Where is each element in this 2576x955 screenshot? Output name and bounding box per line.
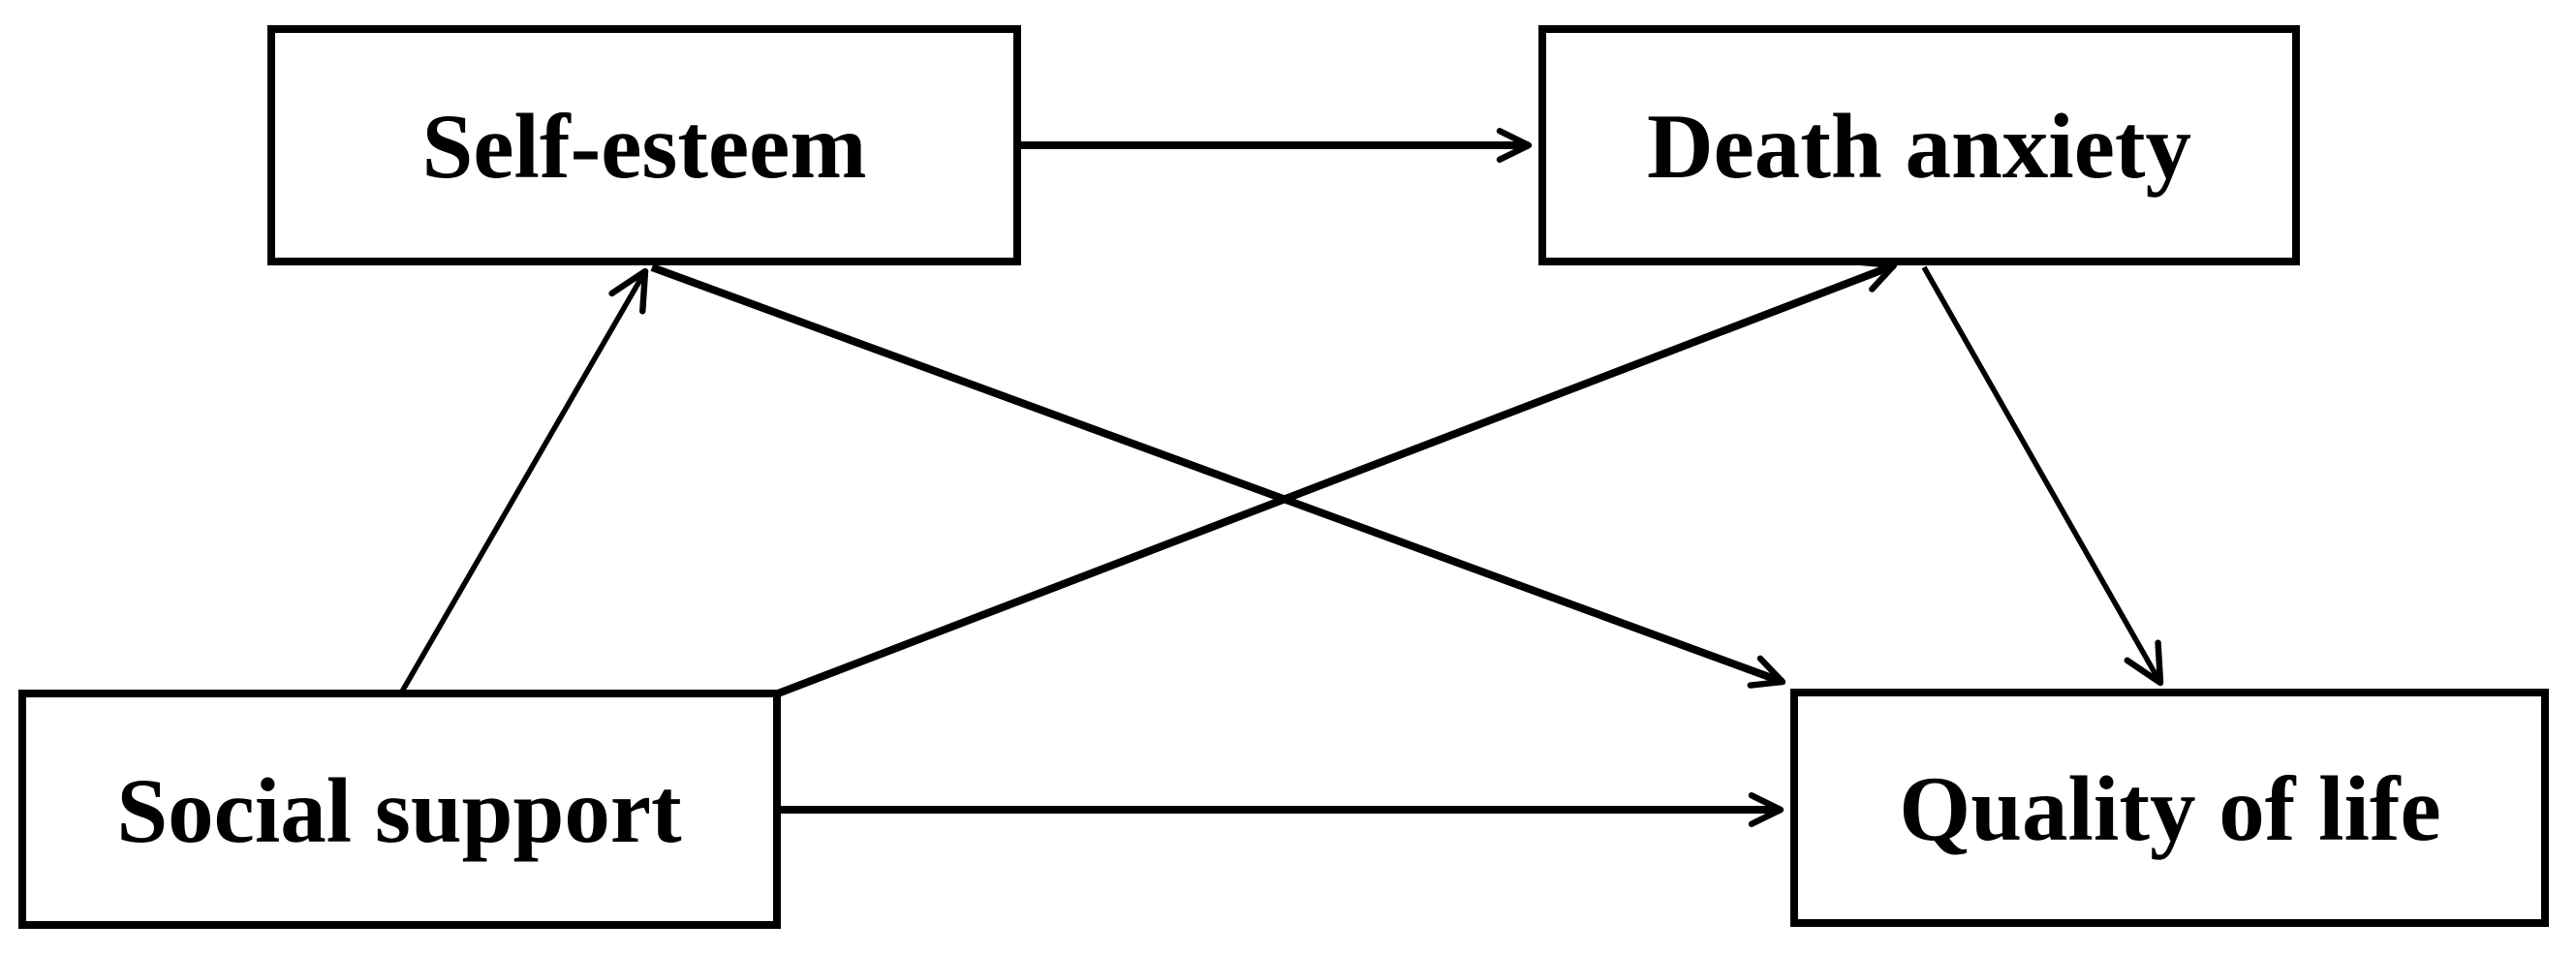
- node-quality-of-life: Quality of life: [1790, 689, 2549, 927]
- death-anxiety-label: Death anxiety: [1647, 95, 2191, 198]
- self-esteem-box: [267, 25, 1021, 265]
- edge-social-support-to-death-anxiety: [776, 259, 1898, 697]
- quality-of-life-label: Quality of life: [1899, 757, 2440, 860]
- death-anxiety-box: [1538, 25, 2300, 265]
- quality-of-life-box: [1790, 689, 2549, 927]
- social-support-box: [18, 690, 781, 929]
- self-esteem-label: Self-esteem: [422, 95, 867, 198]
- node-self-esteem: Self-esteem: [267, 25, 1021, 265]
- node-death-anxiety: Death anxiety: [1538, 25, 2300, 265]
- node-social-support: Social support: [18, 690, 781, 929]
- edge-social-support-to-self-esteem: [399, 267, 649, 693]
- edge-self-esteem-to-quality-of-life: [650, 263, 1786, 689]
- edge-death-anxiety-to-quality-of-life: [1921, 265, 2164, 687]
- social-support-label: Social support: [116, 759, 682, 862]
